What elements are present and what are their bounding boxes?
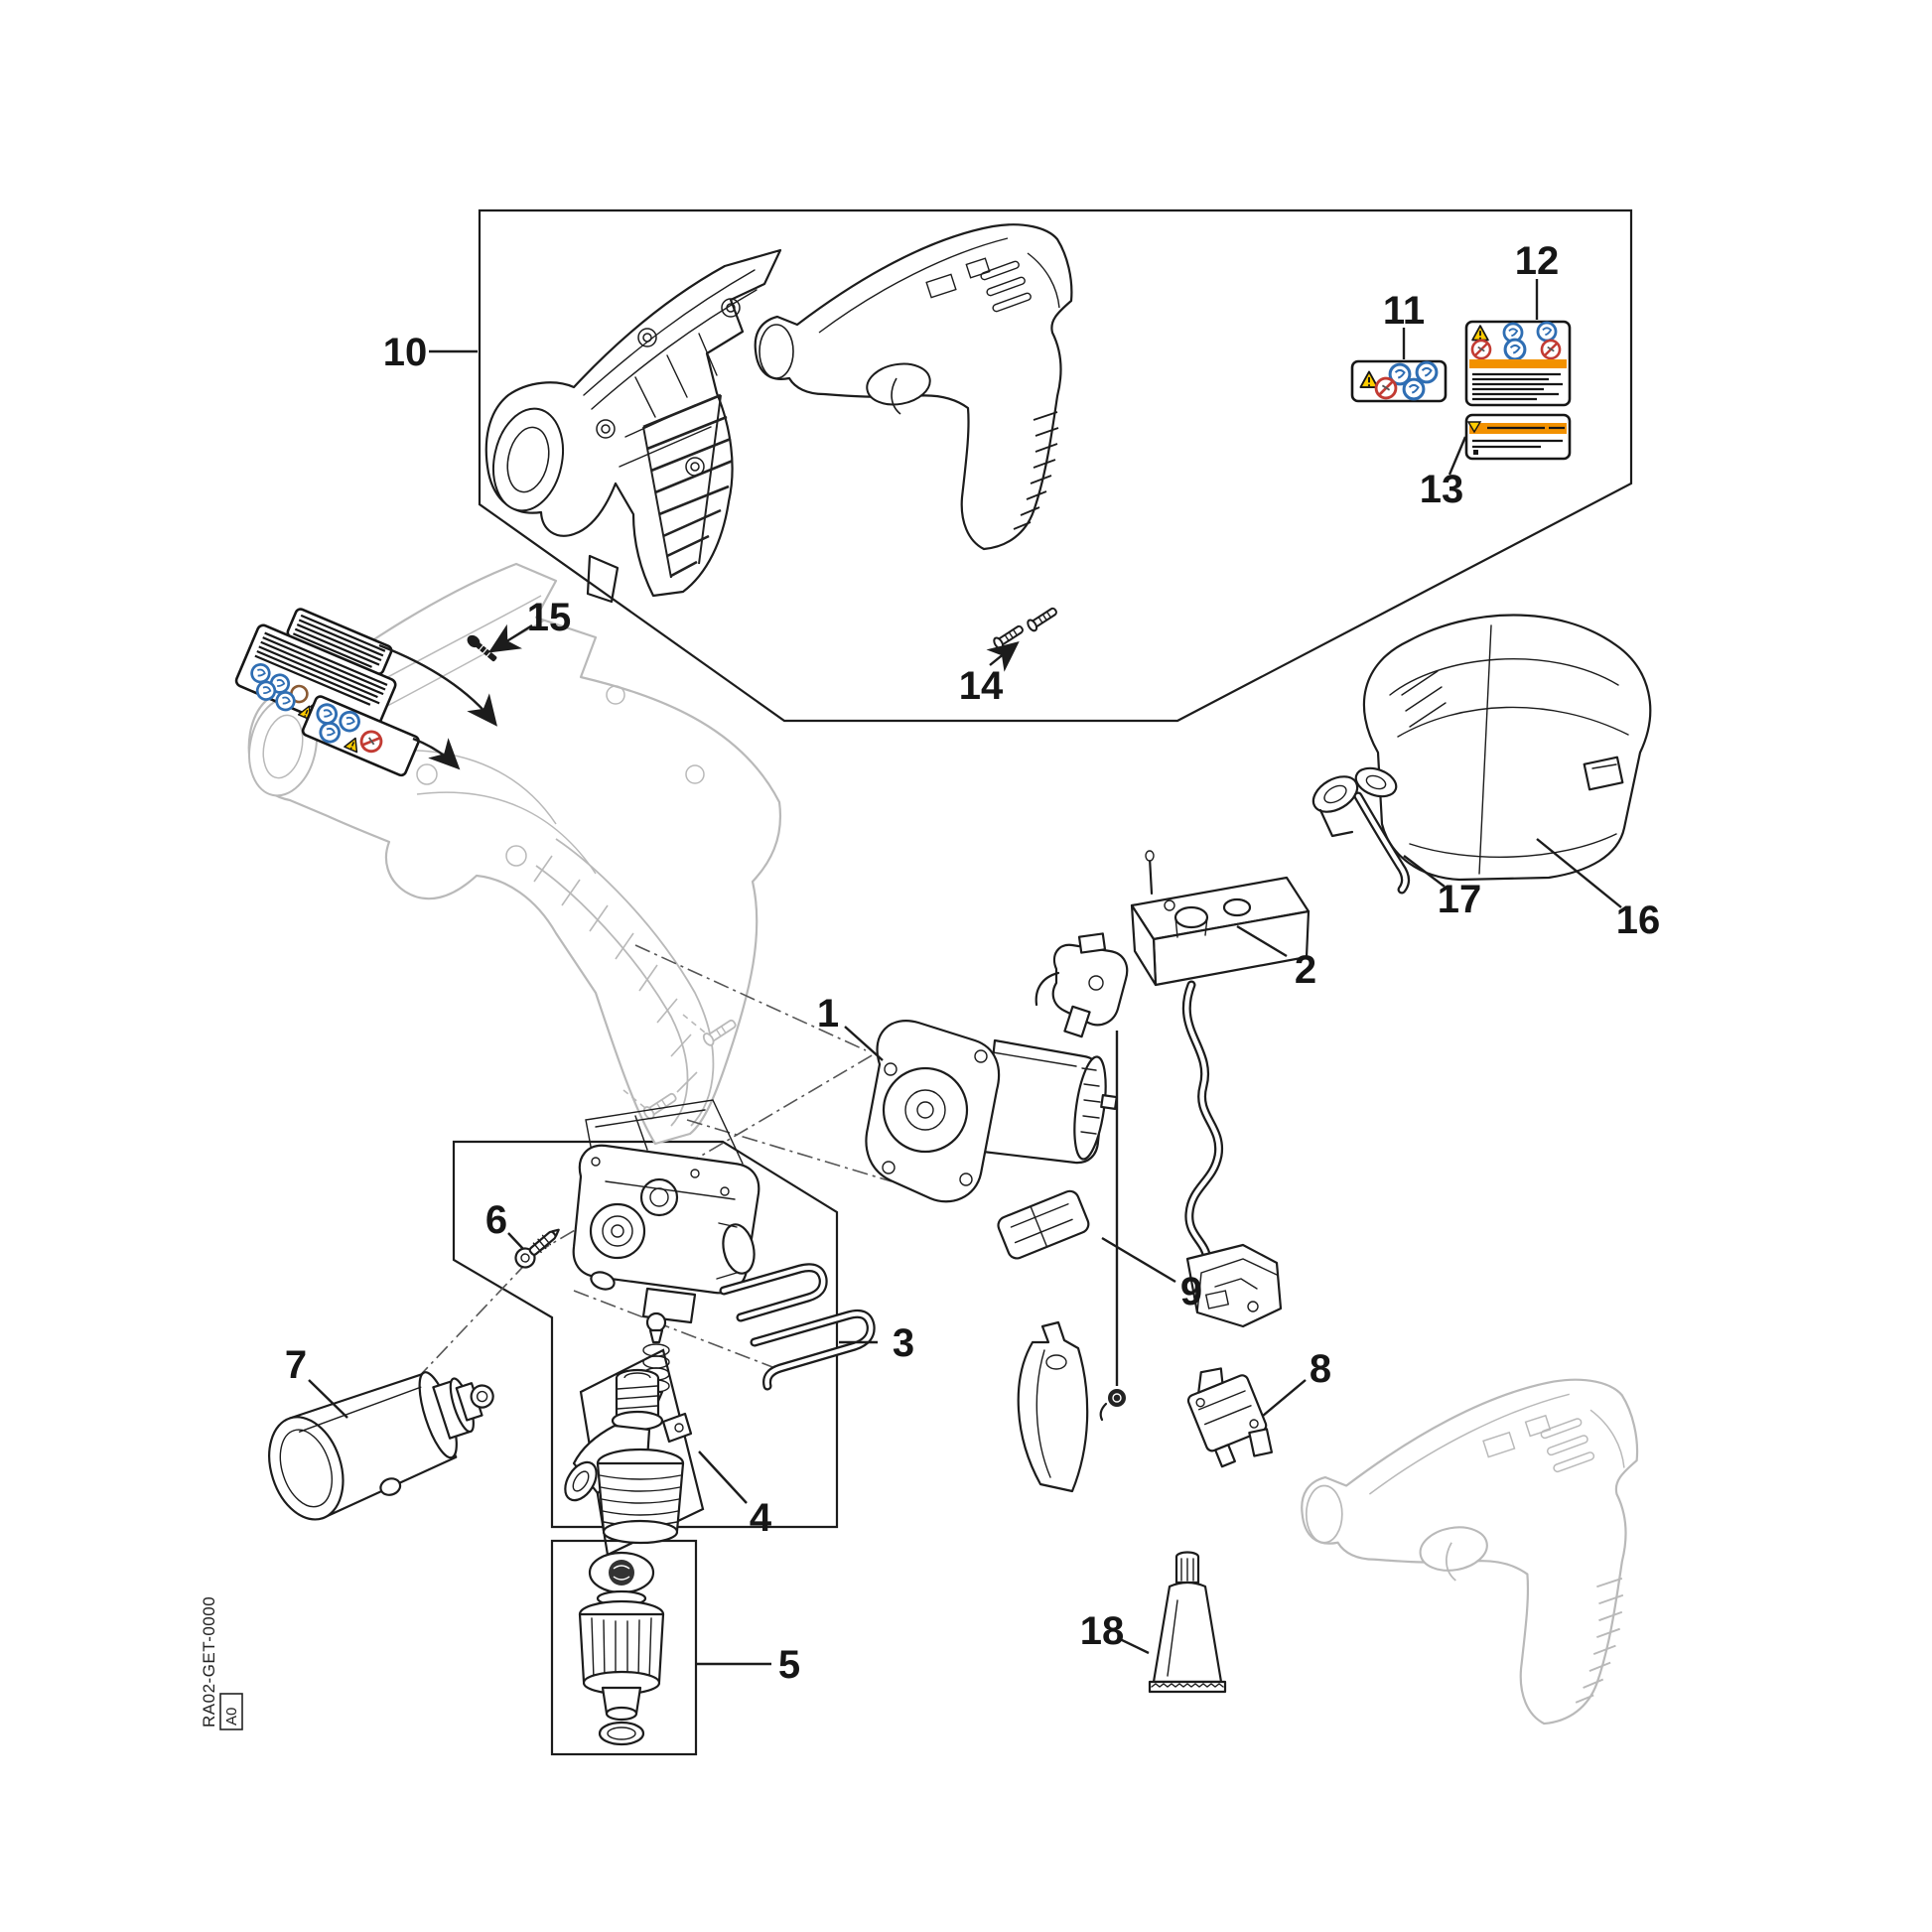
warning-sticker-12 <box>1464 320 1572 407</box>
pump-retainer-clips <box>719 1263 876 1391</box>
callout-4: 4 <box>750 1496 772 1540</box>
housing-left-half <box>484 248 782 604</box>
callout-5: 5 <box>778 1643 800 1687</box>
warning-triangle-icon <box>1466 421 1482 434</box>
callout-12: 12 <box>1515 239 1560 283</box>
label-sheet-symbols-small <box>301 695 420 777</box>
mandatory-action-icon <box>1415 360 1439 384</box>
elbow-fitting <box>564 1368 693 1545</box>
harness-connector <box>1185 1243 1283 1328</box>
micro-switch <box>1186 1367 1274 1468</box>
group-box-3 <box>452 1140 839 1529</box>
mandatory-action-icon <box>1536 321 1558 343</box>
label-sheet-striped <box>286 608 393 675</box>
rear-cover <box>1362 614 1652 882</box>
locking-pins <box>993 607 1057 650</box>
valve-plug <box>1035 932 1129 1038</box>
callout-15: 15 <box>527 596 572 639</box>
ghost-assembled-gun <box>1301 1378 1639 1725</box>
sheet-arrow <box>378 643 497 727</box>
grip-rib-zone <box>642 393 734 579</box>
pump-assembly <box>572 1099 760 1324</box>
document-code: RA02-GET-0000 <box>200 1596 218 1727</box>
hose-coupling-set <box>578 1551 665 1746</box>
document-revision: A0 <box>223 1708 240 1725</box>
sticker-text-lines <box>1472 372 1563 401</box>
sheet-arrow <box>412 737 461 770</box>
outlet-cylinder <box>268 1371 494 1521</box>
callout-8: 8 <box>1310 1347 1331 1391</box>
callout-18: 18 <box>1080 1609 1125 1653</box>
callout-13: 13 <box>1420 468 1464 511</box>
prohibition-icon <box>1540 339 1562 360</box>
group-box-10 <box>478 208 1633 723</box>
callout-14: 14 <box>959 664 1004 708</box>
control-module <box>1130 850 1311 1328</box>
prohibition-icon <box>1470 339 1492 360</box>
callout-7: 7 <box>285 1343 307 1387</box>
prohibition-icon <box>1374 376 1398 400</box>
screw-15 <box>467 634 497 662</box>
callout-leader-lines <box>308 279 1622 1666</box>
switch-bracket <box>1311 766 1410 895</box>
revision-box <box>219 1693 243 1730</box>
mandatory-action-icon <box>1503 338 1527 361</box>
callout-2: 2 <box>1295 948 1316 992</box>
switch-rocker <box>997 1189 1090 1260</box>
callout-numbers: 1 2 3 4 5 6 7 8 9 10 11 12 13 14 15 16 1… <box>285 239 1660 1687</box>
callout-16: 16 <box>1616 898 1661 942</box>
trigger <box>1017 1320 1089 1493</box>
callout-1: 1 <box>817 992 839 1035</box>
mandatory-action-icon <box>1402 377 1426 401</box>
trigger-nut <box>1099 1389 1126 1422</box>
housing-right-half <box>754 223 1073 551</box>
callout-3: 3 <box>893 1321 914 1365</box>
brown-circle-icon <box>290 684 309 704</box>
document-code-block: RA02-GET-0000 A0 <box>200 1596 243 1730</box>
callout-10: 10 <box>383 331 428 374</box>
callout-9: 9 <box>1180 1270 1202 1313</box>
motor-assembly <box>865 1020 1118 1203</box>
ghost-pin <box>702 1019 737 1046</box>
callout-6: 6 <box>485 1198 507 1242</box>
warning-sticker-11 <box>1350 359 1448 403</box>
screw-6 <box>514 1228 560 1269</box>
part-group-boxes <box>452 208 1633 1756</box>
orange-band <box>1469 359 1567 368</box>
group-box-4 <box>579 1348 705 1557</box>
callout-17: 17 <box>1438 878 1482 921</box>
callout-11: 11 <box>1383 289 1425 333</box>
grease-tube <box>1148 1551 1227 1694</box>
warning-sticker-13 <box>1464 413 1572 461</box>
